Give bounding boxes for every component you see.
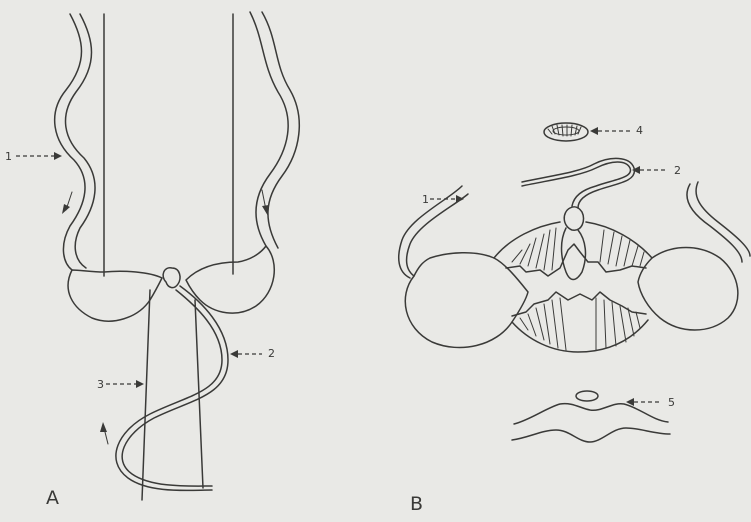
panel-b-wave-upper xyxy=(514,404,668,424)
panel-a-junction-knob xyxy=(163,268,180,288)
panel-b-lower-membrane xyxy=(512,292,646,316)
panel-a: 1 2 3 A xyxy=(5,12,299,509)
panel-a-tube-left-wall xyxy=(104,14,150,500)
panel-b: 4 2 1 xyxy=(399,123,750,515)
panel-a-left-duct-outer xyxy=(55,14,85,270)
panel-a-left-flow-arrowhead xyxy=(62,204,70,214)
panel-b-wave-lower xyxy=(512,428,670,442)
panel-a-label-3: 3 xyxy=(97,378,104,391)
panel-a-coiled-tube-1 xyxy=(116,290,222,490)
panel-a-left-duct-inner xyxy=(66,14,96,268)
panel-b-label-4-arrowhead xyxy=(590,127,598,135)
panel-b-right-duct-inner xyxy=(696,182,750,256)
panel-a-coil-flow-arrowhead xyxy=(100,422,107,432)
panel-a-right-duct-outer xyxy=(250,12,288,246)
panel-a-letter: A xyxy=(46,487,59,509)
panel-b-duct-1-inner xyxy=(407,194,468,276)
panel-a-label-2: 2 xyxy=(268,347,275,360)
panel-a-right-flow-arrowhead xyxy=(262,205,269,216)
panel-b-letter: B xyxy=(410,493,423,515)
panel-b-label-2: 2 xyxy=(674,164,681,177)
panel-b-label-5: 5 xyxy=(668,396,675,409)
panel-b-duct-1-outer xyxy=(399,186,462,278)
panel-b-label-1-arrowhead xyxy=(456,195,464,203)
panel-b-label-4: 4 xyxy=(636,124,643,137)
panel-a-left-lobe xyxy=(68,270,162,321)
panel-b-central-upper-rim xyxy=(494,222,652,258)
panel-a-label-3-arrowhead xyxy=(136,380,144,388)
panel-b-right-lobe xyxy=(638,248,738,331)
panel-b-bulb xyxy=(564,207,583,230)
panel-b-small-oval xyxy=(576,391,598,401)
panel-a-label-1-arrowhead xyxy=(54,152,62,160)
panel-b-right-duct-outer xyxy=(687,184,742,262)
panel-a-tube-right-wall xyxy=(195,14,233,488)
panel-b-label-1: 1 xyxy=(422,193,429,206)
panel-a-label-1: 1 xyxy=(5,150,12,163)
panel-a-label-2-arrowhead xyxy=(230,350,238,358)
panel-b-duct-2-outer xyxy=(522,162,630,206)
